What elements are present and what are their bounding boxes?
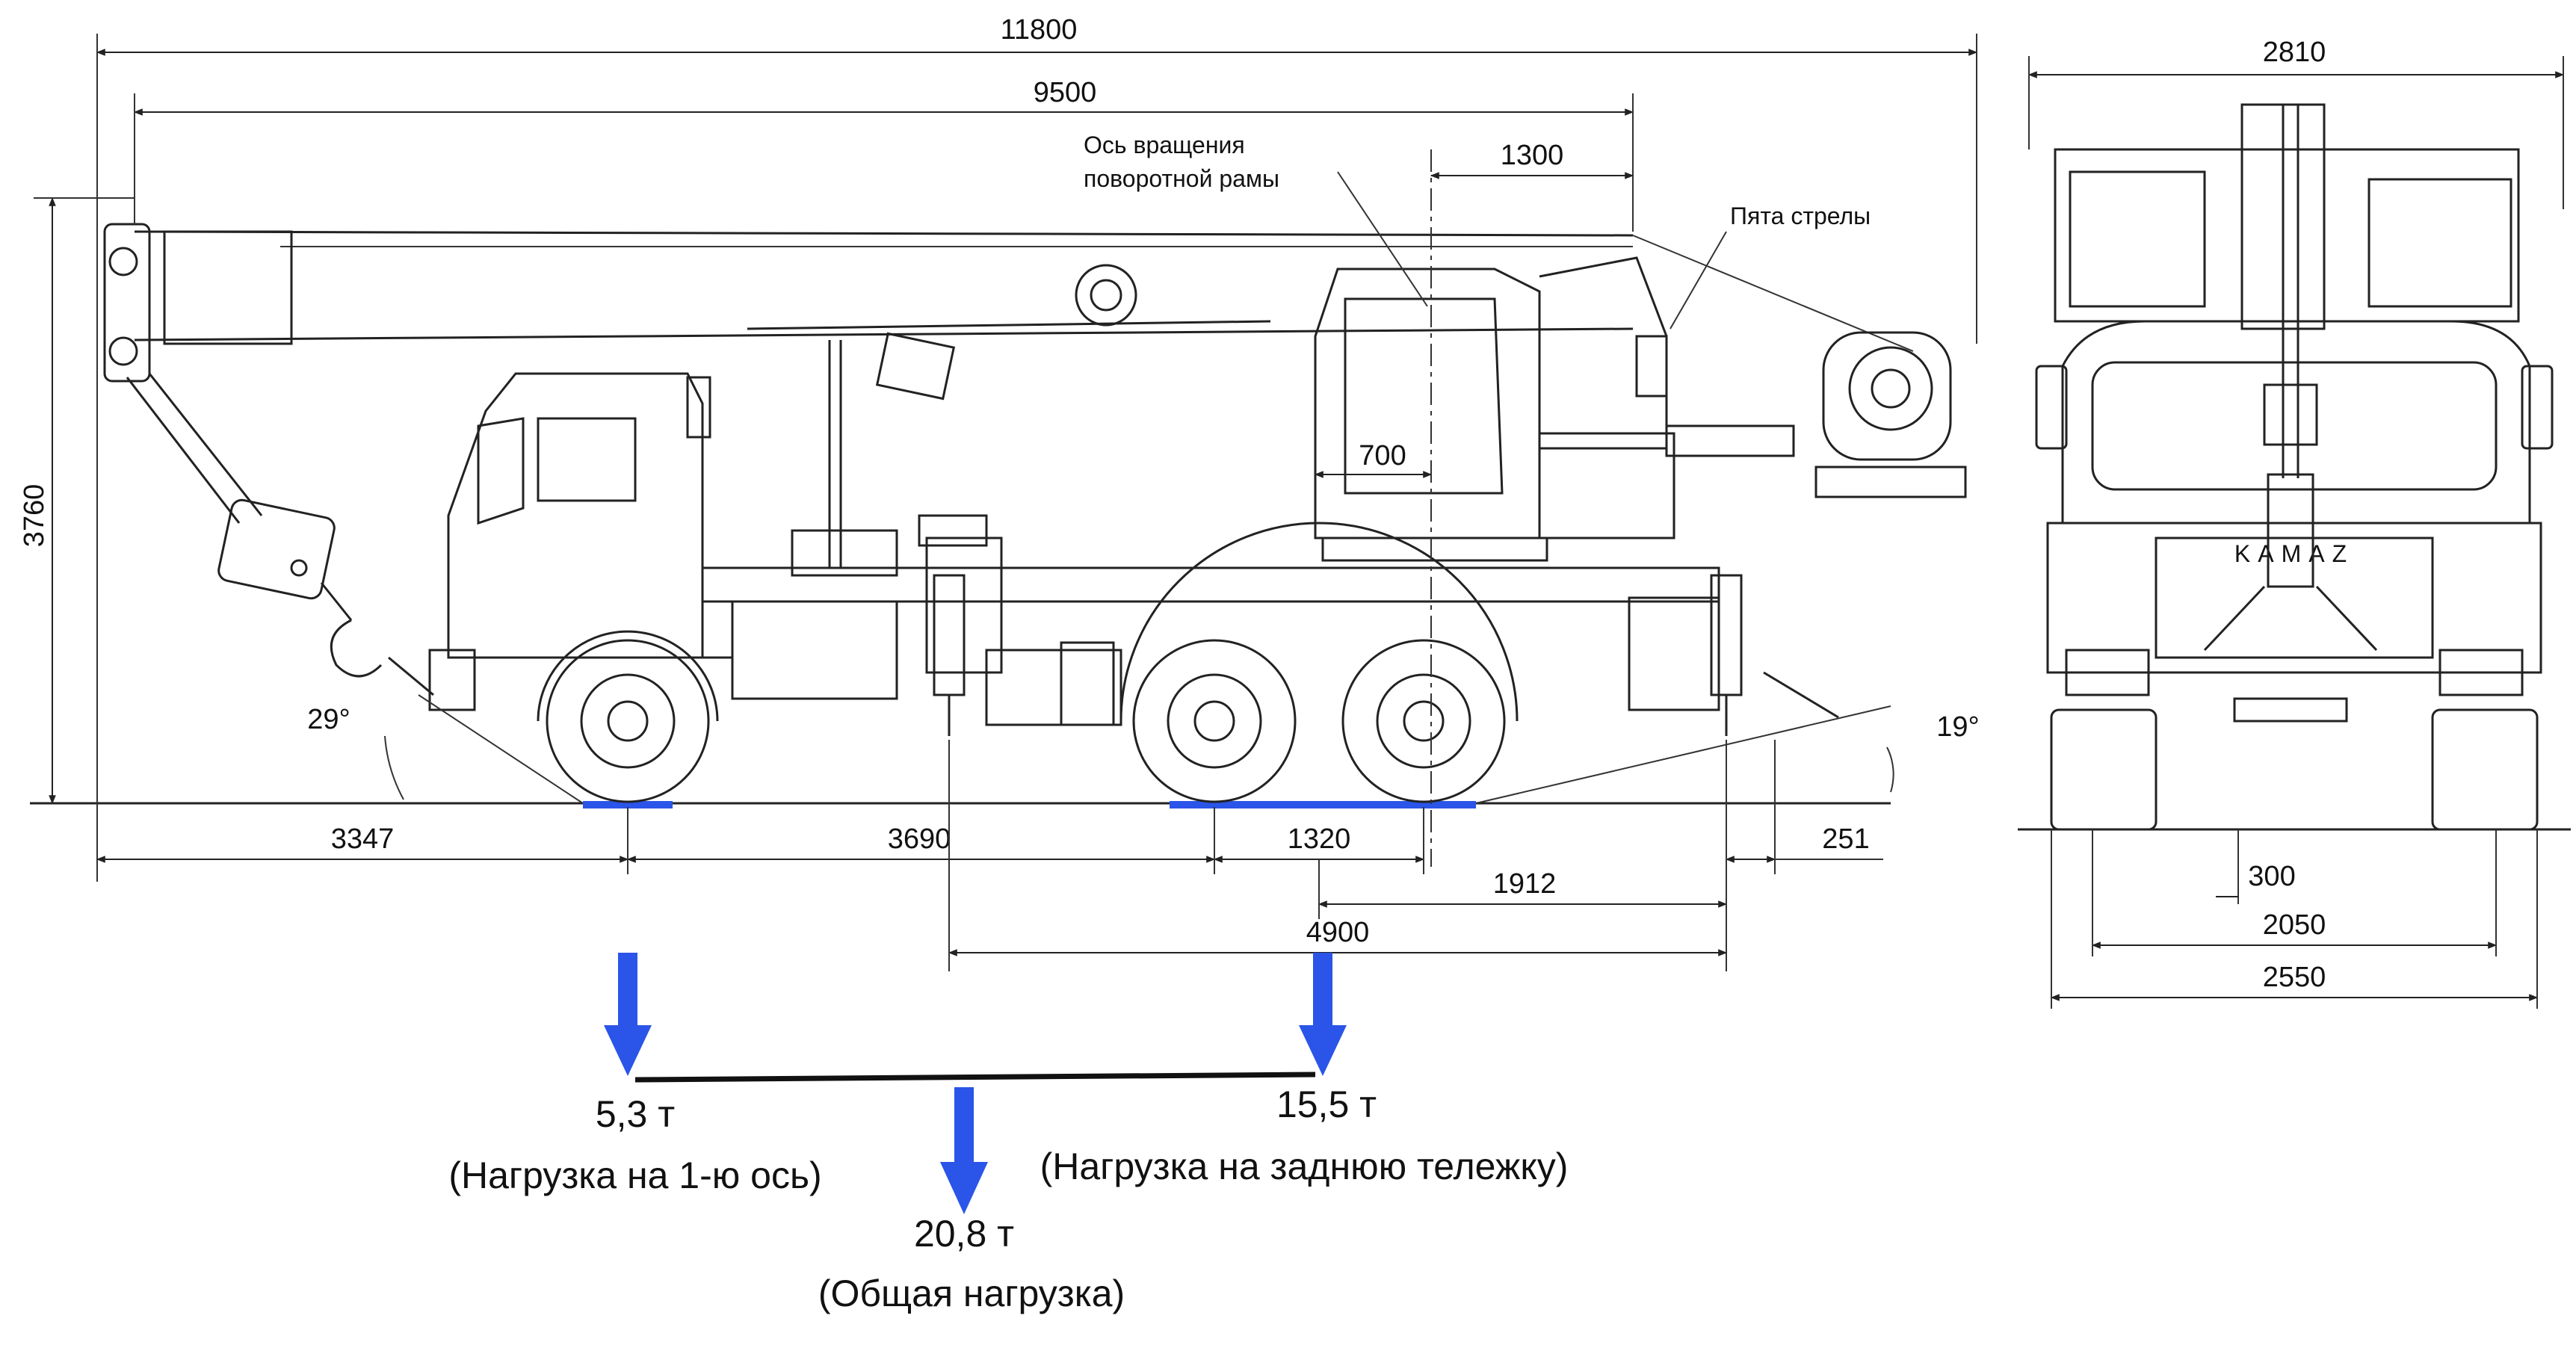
dim-boom-length: 9500 <box>1034 77 1097 108</box>
rear-bogie-load-arrow <box>1299 953 1347 1076</box>
dim-outrigger-to-axis: 1912 <box>1493 868 1557 900</box>
rear-wheel-2 <box>1341 639 1506 803</box>
chassis <box>701 514 1720 726</box>
rear-wheel-1 <box>1132 639 1297 803</box>
rear-bogie-load-value: 15,5 т <box>1276 1083 1377 1125</box>
boom-head <box>103 223 434 696</box>
front-axle-load-label: (Нагрузка на 1-ю ось) <box>448 1154 821 1196</box>
dim-rear-overhang: 251 <box>1822 823 1869 855</box>
load-beam <box>634 1072 1316 1083</box>
truck-cab <box>428 372 732 711</box>
total-load-arrow <box>940 1087 988 1214</box>
total-load-label: (Общая нагрузка) <box>818 1273 1125 1314</box>
brand-label: KAMAZ <box>2234 540 2354 567</box>
dim-wheelbase-front: 3690 <box>888 823 951 855</box>
crane-cab <box>1314 256 1967 562</box>
rotation-axis-label-line1: Ось вращения <box>1084 132 1245 158</box>
dim-bogie-base: 1320 <box>1288 823 1351 855</box>
rotation-axis-label-line2: поворотной рамы <box>1084 165 1279 192</box>
front-axle-load-arrow <box>604 953 652 1076</box>
dim-outrigger-base: 4900 <box>1306 917 1370 948</box>
dim-front-width: 2550 <box>2263 962 2326 993</box>
dim-front-width-top: 2810 <box>2263 37 2326 68</box>
boom-heel-label: Пята стрелы <box>1730 202 1871 229</box>
dim-cab-offset: 700 <box>1359 440 1406 471</box>
outriggers <box>933 574 1839 736</box>
side-view: 11800 9500 1300 3760 700 3347 3690 1320 … <box>19 14 1980 971</box>
load-diagram: 5,3 т (Нагрузка на 1-ю ось) 15,5 т (Нагр… <box>448 953 1568 1314</box>
front-wheel <box>546 639 710 803</box>
front-view: KAMAZ 2810 300 2050 2550 <box>2018 37 2571 1009</box>
dim-overall-height: 3760 <box>19 484 50 548</box>
dim-overall-length: 11800 <box>1001 14 1078 46</box>
dim-front-width-offset: 300 <box>2248 861 2295 892</box>
dim-rotation-offset: 1300 <box>1501 140 1564 171</box>
front-axle-load-value: 5,3 т <box>596 1093 675 1135</box>
rear-bogie-load-label: (Нагрузка на заднюю тележку) <box>1040 1145 1569 1187</box>
total-load-value: 20,8 т <box>914 1213 1014 1255</box>
rear-departure-angle: 19° <box>1936 711 1979 743</box>
dim-front-overhang: 3347 <box>331 823 395 855</box>
dim-front-track: 2050 <box>2263 909 2326 941</box>
front-approach-angle: 29° <box>307 704 350 735</box>
